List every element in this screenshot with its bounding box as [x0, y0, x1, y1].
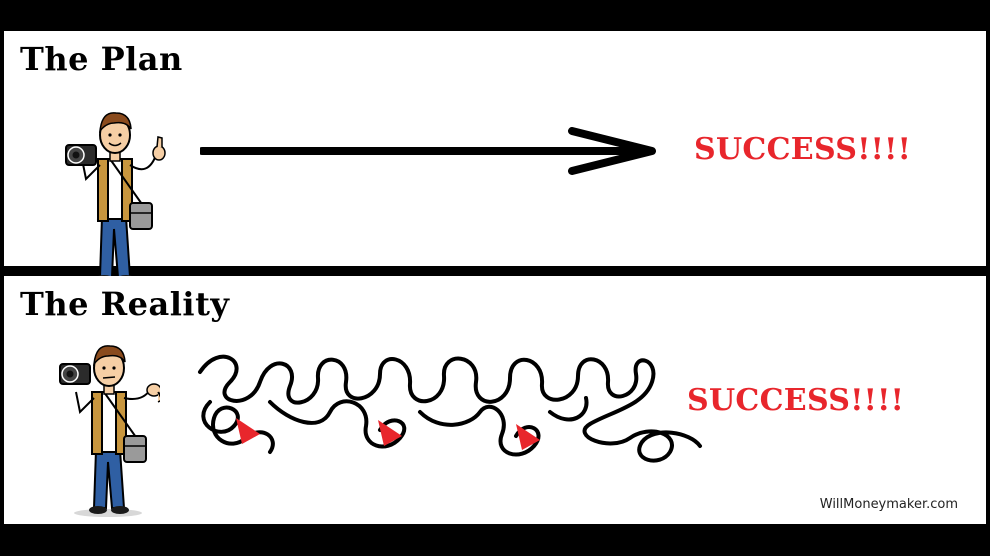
success-text-reality: SUCCESS!!!! — [687, 383, 905, 418]
watermark: WillMoneymaker.com — [819, 497, 958, 512]
camera-icon — [65, 144, 97, 166]
photographer-figure-reality — [50, 340, 160, 520]
shoulder-bag-icon — [129, 202, 153, 230]
panel-reality: The Reality — [4, 276, 986, 524]
shoulder-bag-icon — [123, 435, 147, 463]
arrowhead-icon — [236, 418, 260, 444]
tangled-path-squiggle — [198, 354, 702, 463]
success-text-plan: SUCCESS!!!! — [694, 132, 912, 167]
panel-plan: The Plan — [4, 31, 986, 286]
camera-icon — [59, 363, 91, 385]
photographer-figure-plan — [56, 89, 166, 289]
panel-title-reality: The Reality — [20, 285, 230, 323]
arrow-right-icon — [200, 127, 656, 175]
thumbs-down-icon — [146, 383, 160, 403]
arrowhead-icon — [378, 420, 402, 446]
panel-title-plan: The Plan — [20, 40, 183, 78]
arrowhead-icon — [516, 424, 540, 450]
thumbs-up-icon — [152, 136, 166, 161]
